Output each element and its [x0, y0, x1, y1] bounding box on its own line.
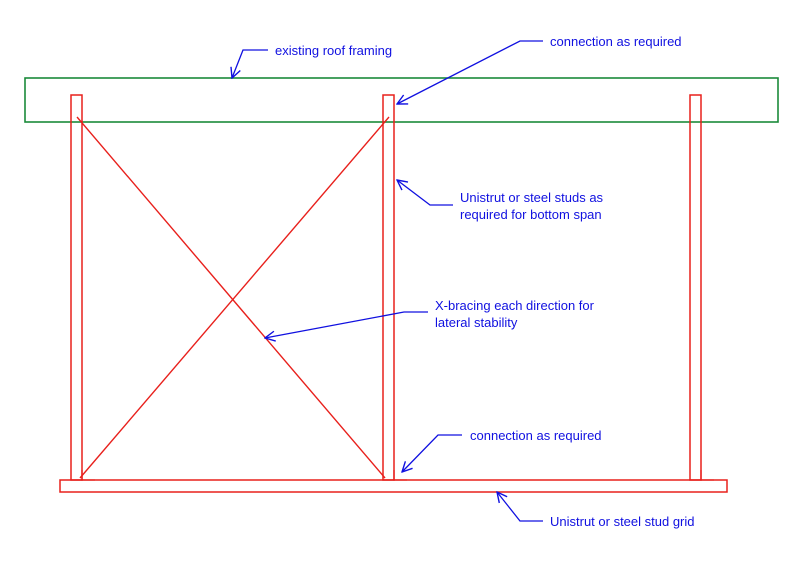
label-studs-line1: Unistrut or steel studs as	[460, 190, 604, 205]
label-bracing-line2: lateral stability	[435, 315, 518, 330]
stud-right	[689, 94, 702, 481]
label-stud-grid: Unistrut or steel stud grid	[550, 514, 695, 529]
connection-clip-middle	[393, 470, 407, 481]
stud-grid-bottom	[59, 479, 728, 493]
label-roof-framing: existing roof framing	[275, 43, 392, 58]
x-brace-diagonal-1	[76, 116, 386, 479]
connection-clip-right	[700, 470, 714, 481]
leader-connection-top	[397, 40, 543, 104]
label-connection-bottom: connection as required	[470, 428, 602, 443]
leader-stud-grid	[497, 492, 543, 522]
leader-x-bracing	[265, 311, 428, 338]
connection-clip-left	[81, 470, 95, 481]
label-connection-top: connection as required	[550, 34, 682, 49]
roof-framing-beam	[24, 77, 779, 123]
x-brace-diagonal-2	[79, 116, 390, 479]
stud-left	[70, 94, 83, 481]
leader-roof-framing	[232, 49, 268, 78]
label-studs-line2: required for bottom span	[460, 207, 602, 222]
leader-studs	[397, 180, 453, 206]
leader-connection-bottom	[402, 434, 462, 472]
stud-middle	[382, 94, 395, 481]
label-bracing-line1: X-bracing each direction for	[435, 298, 595, 313]
